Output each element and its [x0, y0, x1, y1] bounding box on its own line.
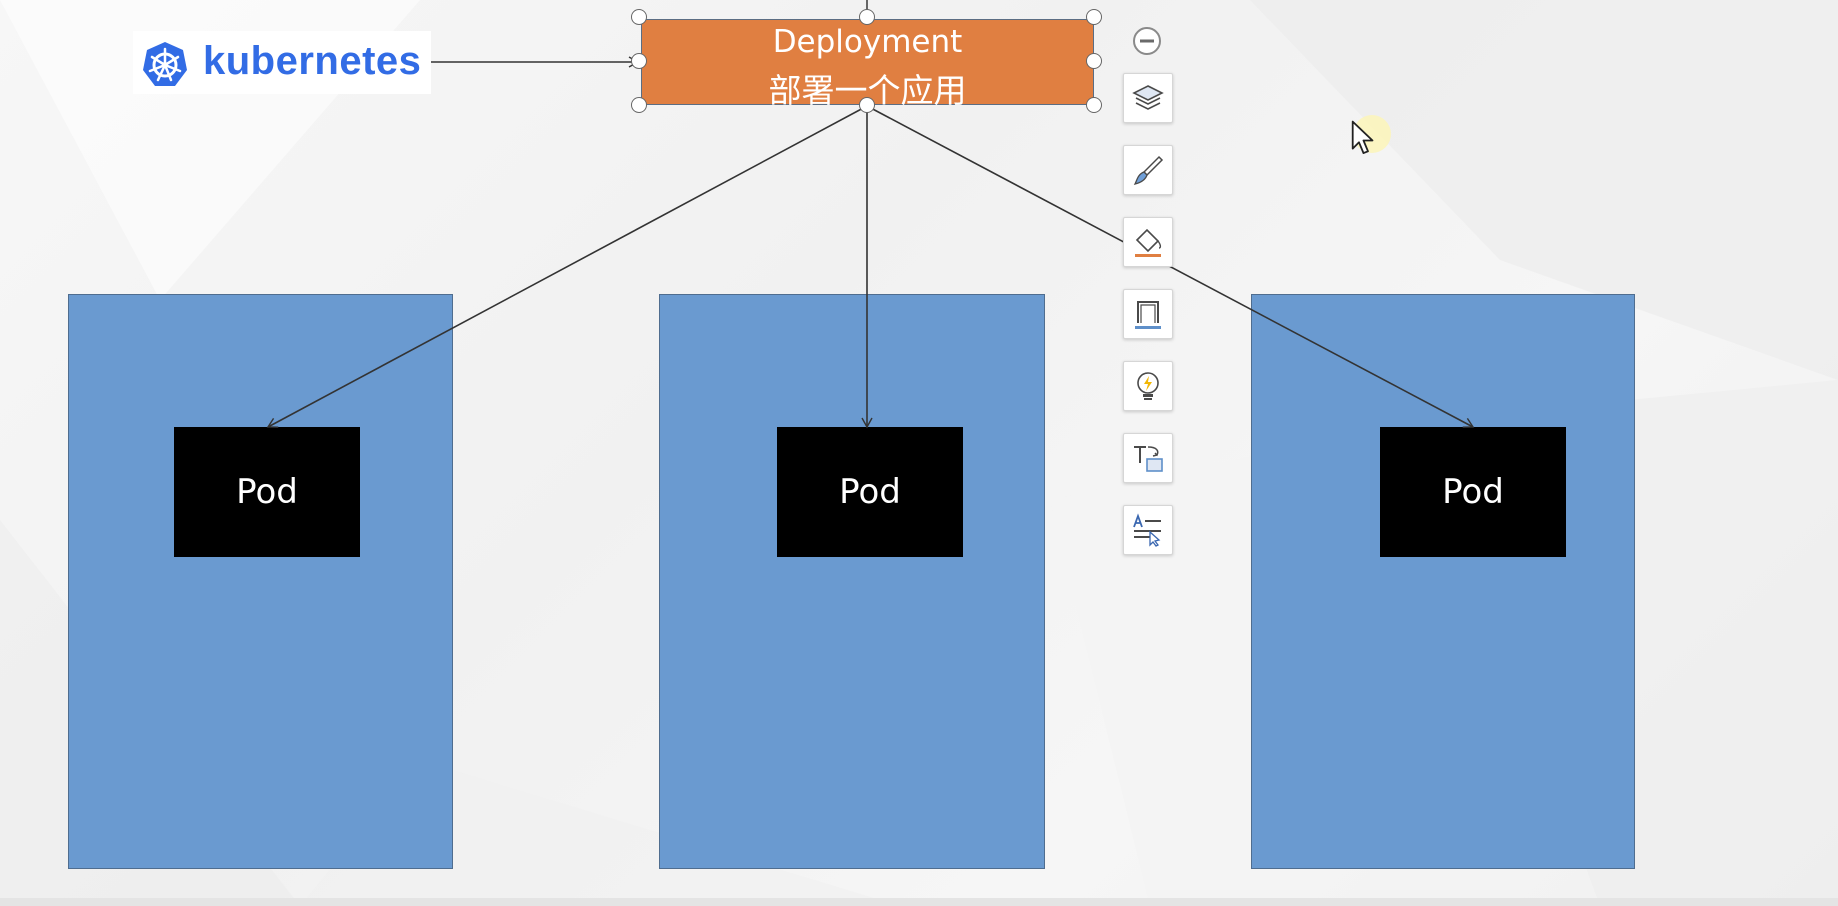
shape-outline-icon — [1135, 301, 1161, 329]
kubernetes-logo[interactable]: kubernetes — [133, 31, 431, 94]
layers-icon — [1132, 85, 1164, 110]
resize-handle-top-center[interactable] — [859, 9, 875, 25]
pod-3[interactable]: Pod — [1380, 427, 1566, 557]
resize-handle-middle-right[interactable] — [1086, 53, 1102, 69]
shape-fill-button[interactable] — [1123, 217, 1173, 267]
shape-fill-icon — [1135, 228, 1162, 257]
pod-label: Pod — [236, 472, 298, 512]
animation-lightbulb-icon — [1137, 372, 1159, 400]
alt-text-icon — [1133, 513, 1161, 547]
resize-handle-middle-left[interactable] — [631, 53, 647, 69]
resize-handle-bottom-left[interactable] — [631, 97, 647, 113]
alt-text-button[interactable] — [1123, 505, 1173, 555]
bottom-edge — [0, 898, 1838, 906]
node-column-3[interactable] — [1251, 294, 1635, 869]
minus-circle-icon[interactable] — [1131, 25, 1163, 57]
pod-label: Pod — [839, 472, 901, 512]
rotation-handle-stem — [866, 0, 868, 10]
resize-handle-bottom-right[interactable] — [1086, 97, 1102, 113]
shape-outline-button[interactable] — [1123, 289, 1173, 339]
resize-handle-bottom-center[interactable] — [859, 97, 875, 113]
kubernetes-helm-wheel-icon — [143, 42, 187, 86]
text-wrap-icon — [1134, 446, 1163, 472]
resize-handle-top-right[interactable] — [1086, 9, 1102, 25]
style-brush-icon — [1133, 155, 1164, 185]
pod-1[interactable]: Pod — [174, 427, 360, 557]
node-column-1[interactable] — [68, 294, 453, 869]
resize-handle-top-left[interactable] — [631, 9, 647, 25]
deployment-to-pod-1-arrow[interactable] — [266, 105, 868, 428]
text-wrap-button[interactable] — [1123, 433, 1173, 483]
node-column-2[interactable] — [659, 294, 1045, 869]
deployment-title: Deployment — [772, 24, 963, 60]
deployment-shape[interactable]: Deployment 部署一个应用 — [641, 19, 1094, 110]
pod-label: Pod — [1442, 472, 1504, 512]
kubernetes-wordmark: kubernetes — [203, 39, 422, 83]
animation-button[interactable] — [1123, 361, 1173, 411]
mouse-cursor-icon — [1351, 115, 1391, 155]
style-brush-button[interactable] — [1123, 145, 1173, 195]
layers-button[interactable] — [1123, 73, 1173, 123]
pod-2[interactable]: Pod — [777, 427, 963, 557]
